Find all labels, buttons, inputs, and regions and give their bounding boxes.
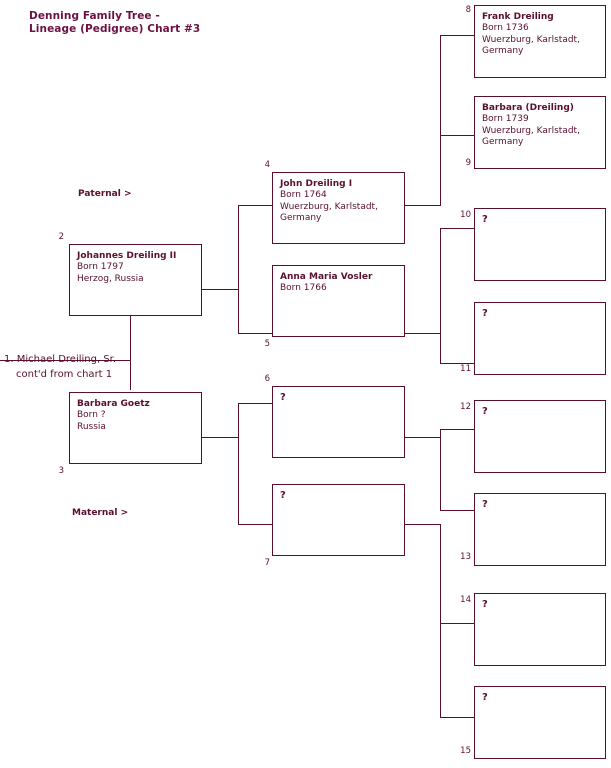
- connector-4-to-bracket: [404, 205, 441, 206]
- person-name-6: ?: [280, 392, 286, 403]
- person-name-2: Johannes Dreiling II: [77, 251, 177, 261]
- connector-bracket-4-5-lower: [238, 289, 239, 333]
- connector-root-spine: [130, 316, 131, 390]
- box-number-10: 10: [460, 210, 471, 220]
- box-number-8: 8: [465, 5, 471, 15]
- connector-bracket-14-15-lower: [440, 623, 441, 718]
- person-box-9[interactable]: Barbara (Dreiling) Born 1739 Wuerzburg, …: [474, 96, 606, 169]
- connector-bracket-10-11-upper: [440, 228, 441, 334]
- person-name-8: Frank Dreiling: [482, 12, 554, 22]
- connector-bracket-to-6: [238, 403, 272, 404]
- connector-5-to-bracket: [404, 333, 441, 334]
- person-born-4: Born 1764: [280, 190, 327, 200]
- person-name-15: ?: [482, 692, 488, 703]
- connector-bracket-to-10: [440, 228, 475, 229]
- connector-bracket-6-7-lower: [238, 437, 239, 525]
- person-name-5: Anna Maria Vosler: [280, 272, 373, 282]
- person-place-9: Wuerzburg, Karlstadt, Germany: [482, 125, 580, 148]
- person-name-12: ?: [482, 406, 488, 417]
- box-number-11: 11: [460, 364, 471, 374]
- connector-2-to-bracket: [201, 289, 239, 290]
- box-number-4: 4: [264, 160, 270, 170]
- connector-bracket-to-8: [440, 35, 475, 36]
- person-box-14[interactable]: ?: [474, 593, 606, 666]
- connector-bracket-to-4: [238, 205, 272, 206]
- connector-bracket-4-5: [238, 205, 239, 290]
- person-place-2: Herzog, Russia: [77, 273, 144, 284]
- connector-bracket-to-11: [440, 363, 475, 364]
- root-person: 1. Michael Dreiling, Sr. cont'd from cha…: [4, 352, 116, 382]
- box-number-15: 15: [460, 746, 471, 756]
- person-born-9: Born 1739: [482, 114, 529, 124]
- connector-bracket-to-13: [440, 510, 475, 511]
- maternal-branch-label: Maternal >: [72, 508, 129, 518]
- connector-bracket-to-7: [238, 524, 272, 525]
- person-place-4: Wuerzburg, Karlstadt, Germany: [280, 201, 378, 224]
- person-box-11[interactable]: ?: [474, 302, 606, 375]
- person-box-3[interactable]: Barbara Goetz Born ? Russia: [69, 392, 202, 464]
- box-number-12: 12: [460, 402, 471, 412]
- root-person-note: cont'd from chart 1: [16, 369, 113, 380]
- person-box-6[interactable]: ?: [272, 386, 405, 458]
- person-box-13[interactable]: ?: [474, 493, 606, 566]
- box-number-9: 9: [465, 158, 471, 168]
- connector-bracket-12-13: [440, 429, 441, 511]
- box-number-2: 2: [58, 232, 64, 242]
- person-name-4: John Dreiling I: [280, 179, 353, 189]
- connector-bracket-10-11-lower: [440, 333, 441, 364]
- person-box-2[interactable]: Johannes Dreiling II Born 1797 Herzog, R…: [69, 244, 202, 316]
- person-box-7[interactable]: ?: [272, 484, 405, 556]
- person-box-15[interactable]: ?: [474, 686, 606, 759]
- person-place-3: Russia: [77, 421, 106, 432]
- person-name-9: Barbara (Dreiling): [482, 103, 574, 113]
- person-box-10[interactable]: ?: [474, 208, 606, 281]
- connector-bracket-to-12: [440, 429, 475, 430]
- connector-bracket-14-15-upper: [440, 524, 441, 624]
- person-box-12[interactable]: ?: [474, 400, 606, 473]
- box-number-6: 6: [264, 374, 270, 384]
- connector-bracket-8-9: [440, 35, 441, 206]
- person-name-13: ?: [482, 499, 488, 510]
- person-place-8: Wuerzburg, Karlstadt, Germany: [482, 34, 580, 57]
- person-name-3: Barbara Goetz: [77, 399, 150, 409]
- person-box-5[interactable]: Anna Maria Vosler Born 1766: [272, 265, 405, 337]
- connector-bracket-to-15: [440, 717, 475, 718]
- page-title: Denning Family Tree - Lineage (Pedigree)…: [29, 10, 201, 35]
- connector-bracket-to-5: [238, 333, 272, 334]
- person-box-4[interactable]: John Dreiling I Born 1764 Wuerzburg, Kar…: [272, 172, 405, 244]
- person-name-10: ?: [482, 214, 488, 225]
- person-born-2: Born 1797: [77, 262, 124, 272]
- box-number-3: 3: [58, 466, 64, 476]
- connector-bracket-to-14: [440, 623, 475, 624]
- person-born-8: Born 1736: [482, 23, 529, 33]
- root-person-name: 1. Michael Dreiling, Sr.: [4, 354, 117, 365]
- connector-bracket-6-7-upper: [238, 403, 239, 438]
- connector-7-to-bracket: [404, 524, 441, 525]
- person-born-3: Born ?: [77, 410, 106, 420]
- connector-3-to-bracket: [201, 437, 239, 438]
- person-born-5: Born 1766: [280, 283, 327, 293]
- box-number-5: 5: [264, 339, 270, 349]
- person-name-14: ?: [482, 599, 488, 610]
- connector-root-stub: [0, 360, 131, 361]
- person-name-7: ?: [280, 490, 286, 501]
- person-name-11: ?: [482, 308, 488, 319]
- paternal-branch-label: Paternal >: [78, 189, 132, 199]
- box-number-14: 14: [460, 595, 471, 605]
- person-box-8[interactable]: Frank Dreiling Born 1736 Wuerzburg, Karl…: [474, 5, 606, 78]
- box-number-7: 7: [264, 558, 270, 568]
- connector-bracket-to-9: [440, 135, 475, 136]
- connector-6-to-bracket: [404, 437, 441, 438]
- box-number-13: 13: [460, 552, 471, 562]
